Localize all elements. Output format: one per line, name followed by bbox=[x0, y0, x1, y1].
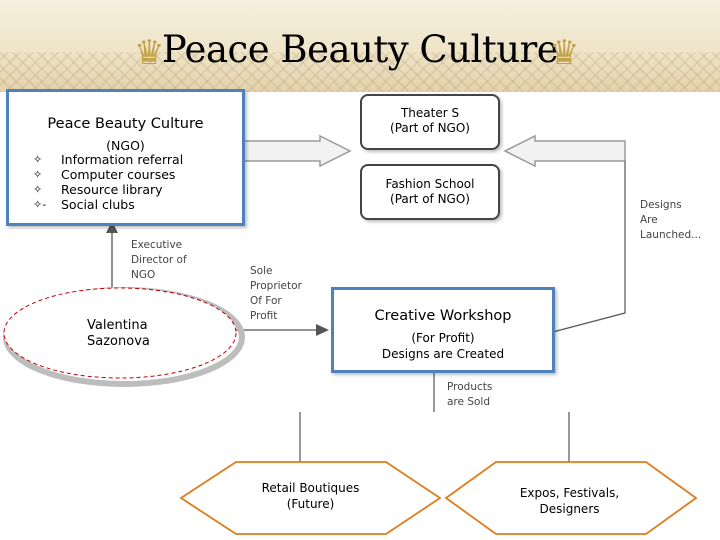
person-ellipse bbox=[3, 287, 237, 379]
designs-launched-label: Designs Are Launched... bbox=[640, 198, 701, 243]
ngo-to-ngo-units-arrow bbox=[239, 134, 352, 168]
list-item-label: Information referral bbox=[61, 152, 184, 167]
expos-line2: Designers bbox=[539, 502, 600, 516]
diamond-bullet-icon: ✧ bbox=[33, 168, 43, 181]
fashion-school-box: Fashion School (Part of NGO) bbox=[360, 164, 500, 220]
label-line: Designs bbox=[640, 199, 682, 211]
person-last-name: Sazonova bbox=[87, 334, 150, 349]
ngo-subtitle: (NGO) bbox=[106, 138, 145, 153]
theater-name: Theater S bbox=[400, 106, 460, 120]
creative-workshop-box: Creative Workshop (For Profit) Designs a… bbox=[331, 287, 555, 373]
list-item: ✧ Computer courses bbox=[33, 167, 183, 182]
label-line: NGO bbox=[131, 269, 156, 281]
executive-director-label: Executive Director of NGO bbox=[131, 238, 187, 283]
person-first-name: Valentina bbox=[87, 318, 148, 333]
label-line: Proprietor bbox=[250, 280, 302, 292]
workshop-title: Creative Workshop bbox=[374, 308, 512, 324]
crown-right-icon: ♛ bbox=[549, 33, 580, 73]
workshop-line2: Designs are Created bbox=[381, 347, 505, 361]
label-line: are Sold bbox=[447, 396, 490, 408]
list-item-label: Resource library bbox=[61, 182, 163, 197]
label-line: Executive bbox=[131, 239, 183, 251]
retail-note: (Future) bbox=[286, 497, 335, 511]
ngo-services-list: ✧Information referral ✧Computer courses … bbox=[33, 152, 183, 212]
list-item: ✧- Social clubs bbox=[33, 197, 183, 212]
sole-proprietor-label: Sole Proprietor Of For Profit bbox=[250, 264, 302, 324]
label-line: Sole bbox=[250, 265, 273, 277]
products-sold-label: Products are Sold bbox=[447, 380, 492, 410]
label-line: Director of bbox=[131, 254, 187, 266]
fashion-school-name: Fashion School bbox=[385, 177, 475, 191]
executive-director-arrowhead bbox=[106, 221, 118, 233]
label-line: Are bbox=[640, 214, 658, 226]
designs-launched-arrow bbox=[503, 134, 626, 168]
diamond-bullet-icon: ✧ bbox=[33, 183, 43, 196]
ngo-title: Peace Beauty Culture bbox=[47, 116, 204, 132]
retail-hexagon bbox=[179, 461, 442, 535]
page-title: Peace Beauty Culture bbox=[161, 28, 559, 71]
sole-proprietor-arrowhead bbox=[316, 324, 329, 336]
label-line: Profit bbox=[250, 310, 278, 322]
banner-pattern bbox=[0, 52, 720, 92]
workshop-return-line bbox=[548, 161, 626, 334]
diamond-bullet-icon: ✧- bbox=[33, 198, 47, 211]
label-line: Of For bbox=[250, 295, 282, 307]
person-name: Valentina Sazonova bbox=[87, 318, 150, 350]
workshop-line1: (For Profit) bbox=[411, 331, 475, 345]
label-line: Products bbox=[447, 381, 493, 393]
crown-left-icon: ♛ bbox=[134, 33, 165, 73]
expos-hexagon bbox=[444, 461, 698, 535]
list-item: ✧ Information referral bbox=[33, 152, 183, 167]
retail-title: Retail Boutiques bbox=[261, 481, 360, 495]
list-item: ✧ Resource library bbox=[33, 182, 183, 197]
retail-boutiques-text: Retail Boutiques (Future) bbox=[238, 480, 383, 512]
diamond-bullet-icon: ✧ bbox=[33, 153, 43, 166]
expos-text: Expos, Festivals, Designers bbox=[497, 485, 642, 517]
list-item-label: Social clubs bbox=[61, 197, 135, 212]
expos-line1: Expos, Festivals, bbox=[519, 486, 620, 500]
fashion-school-note: (Part of NGO) bbox=[390, 192, 470, 206]
header-banner bbox=[0, 0, 720, 92]
theater-box: Theater S (Part of NGO) bbox=[360, 94, 500, 150]
ngo-box: Peace Beauty Culture (NGO) ✧ Information … bbox=[6, 89, 245, 226]
list-item-label: Computer courses bbox=[61, 167, 176, 182]
label-line: Launched... bbox=[640, 229, 702, 241]
theater-note: (Part of NGO) bbox=[390, 121, 470, 135]
